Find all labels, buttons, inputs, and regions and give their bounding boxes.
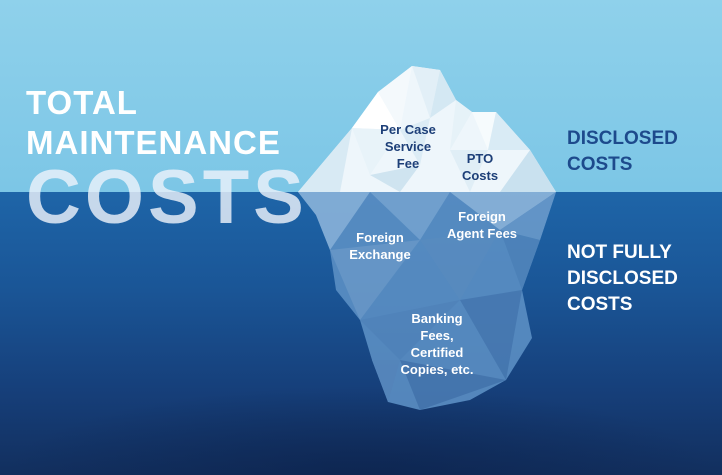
label-line: Certified bbox=[410, 345, 464, 360]
label-line: Foreign bbox=[458, 209, 506, 224]
label-foreign-agent-fees: Foreign Agent Fees bbox=[440, 208, 524, 242]
side-label-line: NOT FULLY bbox=[567, 242, 672, 263]
not-fully-disclosed-costs-label: NOT FULLY DISCLOSED COSTS bbox=[567, 240, 678, 318]
label-line: Agent Fees bbox=[446, 226, 518, 241]
label-per-case-service-fee: Per Case Service Fee bbox=[368, 121, 448, 172]
title-line-3: COSTS bbox=[26, 155, 308, 240]
label-line: Per Case bbox=[380, 122, 436, 137]
iceberg-underwater bbox=[298, 192, 556, 410]
label-line: Fees, bbox=[420, 328, 454, 343]
side-label-line: COSTS bbox=[567, 154, 633, 175]
iceberg-tip bbox=[298, 66, 556, 192]
label-line: PTO bbox=[466, 151, 494, 166]
label-line: Service bbox=[384, 139, 432, 154]
label-pto-costs: PTO Costs bbox=[452, 150, 508, 184]
label-line: Costs bbox=[461, 168, 499, 183]
side-label-line: DISCLOSED bbox=[567, 128, 678, 149]
disclosed-costs-label: DISCLOSED COSTS bbox=[567, 126, 678, 178]
label-line: Foreign bbox=[356, 230, 404, 245]
title-line-2: MAINTENANCE bbox=[26, 124, 281, 161]
label-banking-fees: Banking Fees, Certified Copies, etc. bbox=[392, 310, 482, 378]
title-line-1: TOTAL bbox=[26, 84, 138, 121]
label-foreign-exchange: Foreign Exchange bbox=[342, 229, 418, 263]
label-line: Banking bbox=[411, 311, 463, 326]
label-line: Fee bbox=[396, 156, 420, 171]
side-label-line: COSTS bbox=[567, 294, 633, 315]
label-line: Exchange bbox=[349, 247, 411, 262]
label-line: Copies, etc. bbox=[400, 362, 474, 377]
side-label-line: DISCLOSED bbox=[567, 268, 678, 289]
